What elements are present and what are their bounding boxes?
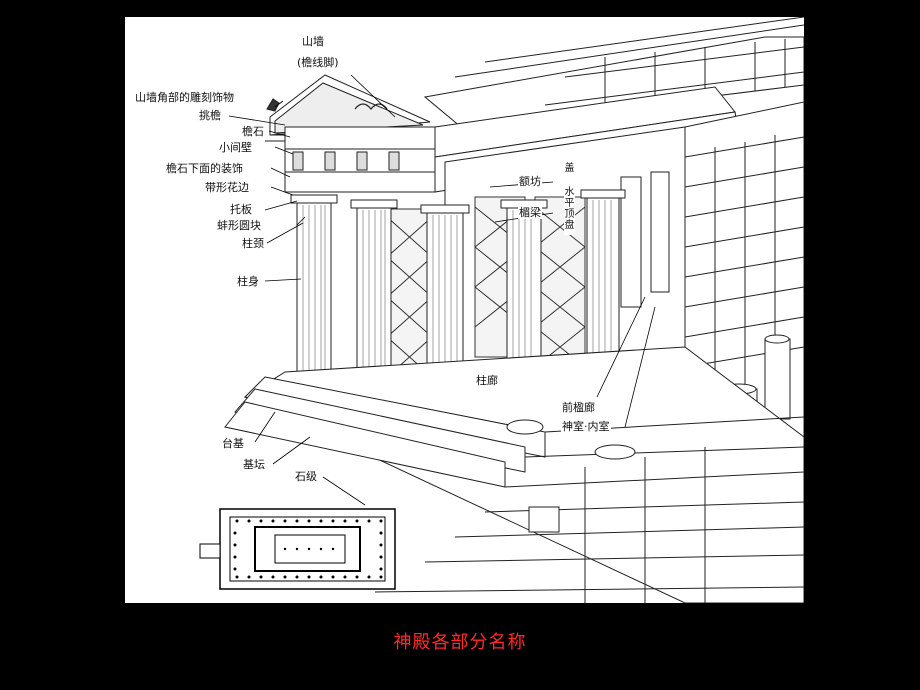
label-acroterion: 山墙角部的雕刻饰物 — [135, 91, 234, 104]
label-abacus: 托板 — [230, 203, 252, 216]
label-cella: 神室·内室 — [561, 420, 611, 433]
leader-lines — [228, 74, 656, 506]
label-metope: 小间壁 — [219, 141, 252, 154]
label-column-neck: 柱颈 — [242, 237, 264, 250]
label-lintel-beam: 楣梁 — [518, 206, 542, 219]
label-eaves: 挑檐 — [199, 109, 221, 122]
label-gable-wall: 山墙 — [302, 35, 324, 48]
label-horizontal-ceiling: 水平顶盘 — [564, 187, 575, 235]
label-under-cornice-ornament: 檐石下面的装饰 — [166, 162, 243, 175]
temple-drawing — [199, 17, 804, 603]
label-gable-wall-sub: (檐线脚) — [297, 56, 339, 69]
slide-caption: 神殿各部分名称 — [393, 632, 527, 653]
label-colonnade: 柱廊 — [475, 374, 499, 387]
label-steps: 石级 — [295, 470, 317, 483]
label-echinus: 蚌形圆块 — [217, 219, 261, 232]
plan-inset — [199, 508, 396, 590]
label-ceiling-top: 盖 — [564, 163, 575, 174]
label-frieze-band: 带形花边 — [205, 181, 249, 194]
steps — [224, 346, 804, 603]
label-pronaos: 前楹廊 — [561, 401, 596, 414]
temple-diagram-image: 山墙 (檐线脚) 山墙角部的雕刻饰物 挑檐 檐石 小间壁 檐石下面的装饰 带形花… — [125, 17, 804, 603]
pediment — [265, 74, 435, 142]
label-cornice: 檐石 — [242, 125, 264, 138]
lattice-doors — [386, 196, 586, 395]
label-column-shaft: 柱身 — [237, 275, 259, 288]
label-platform: 台基 — [222, 437, 244, 450]
label-architrave: 额坊 — [518, 175, 542, 188]
label-stylobate: 基坛 — [243, 458, 265, 471]
